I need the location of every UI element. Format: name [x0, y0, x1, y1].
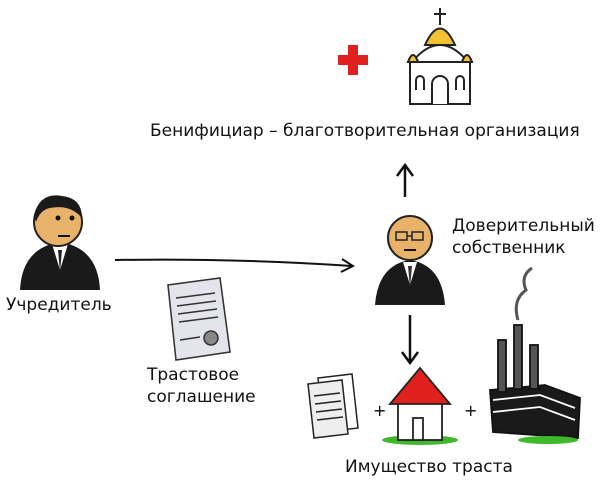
trustee-label-line2: собственник	[452, 238, 566, 258]
plus-sign: +	[373, 401, 386, 420]
red-cross-crescent-icon	[338, 38, 378, 101]
trustee-person-icon	[375, 215, 445, 305]
founder-label: Учредитель	[6, 295, 112, 315]
agreement-label-line2: соглашение	[147, 387, 256, 407]
arrow-right-icon	[114, 258, 356, 273]
agreement-document-icon	[167, 277, 231, 361]
arrow-up-icon	[395, 162, 415, 197]
trust-property-label: Имущество траста	[345, 457, 513, 477]
factory-icon	[489, 266, 581, 444]
beneficiary-label: Бенифициар – благотворительная организац…	[150, 121, 580, 141]
arrow-down-icon	[400, 315, 420, 366]
church-icon	[406, 8, 474, 105]
founder-person-icon	[20, 195, 100, 290]
trustee-label-line1: Доверительный	[452, 216, 595, 236]
house-icon	[382, 366, 458, 445]
papers-icon	[307, 373, 359, 439]
plus-sign: +	[464, 401, 477, 420]
agreement-label-line1: Трастовое	[147, 365, 240, 385]
